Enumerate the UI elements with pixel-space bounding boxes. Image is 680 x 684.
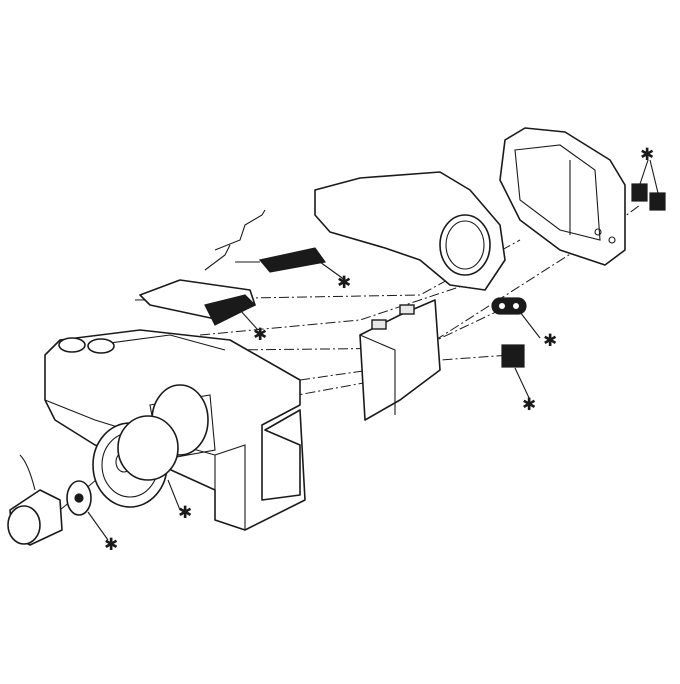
asterisk-callout-icon: ✱ — [178, 503, 192, 523]
control-assembly — [139, 209, 327, 326]
grommets — [491, 183, 666, 368]
duct-outlet-right — [87, 338, 115, 354]
asterisk-callout-icon: ✱ — [640, 145, 654, 165]
gasket — [117, 415, 179, 481]
heater-core — [359, 299, 441, 421]
blower-motor — [7, 415, 179, 546]
asterisk-callout-icon: ✱ — [543, 331, 557, 351]
asterisk-callout-icon: ✱ — [522, 395, 536, 415]
asterisk-callout-icon: ✱ — [337, 273, 351, 293]
end-housing — [499, 127, 626, 266]
blower-shroud — [314, 171, 506, 291]
callouts: ✱ ✱ ✱ ✱ ✱ ✱ ✱ — [87, 145, 659, 555]
asterisk-callout-icon: ✱ — [253, 325, 267, 345]
duct-outlet-left — [58, 337, 86, 353]
